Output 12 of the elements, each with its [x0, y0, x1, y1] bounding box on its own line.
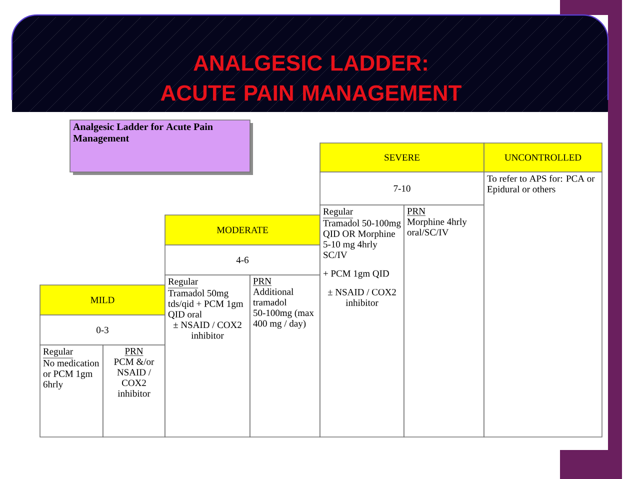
- treatment-cell: PRN PCM &/or NSAID / COX2 inhibitor: [102, 344, 166, 438]
- title: ANALGESIC LADDER: ACUTE PAIN MANAGEMENT: [160, 55, 462, 101]
- score-cell: 7-10: [320, 172, 484, 206]
- score-cell: 4-6: [164, 244, 320, 276]
- level-header: UNCONTROLLED: [484, 142, 602, 172]
- level-header: MILD: [40, 284, 166, 316]
- level-header: MODERATE: [164, 214, 320, 246]
- level-header: SEVERE: [320, 142, 484, 172]
- score-cell: 0-3: [40, 314, 166, 346]
- title-box: Analgesic Ladder for Acute Pain Management: [70, 120, 253, 175]
- treatment-cell: To refer to APS for: PCA or Epidural or others: [484, 172, 602, 438]
- treatment-cell: Regular No medication or PCM 1gm 6hrly: [40, 344, 104, 438]
